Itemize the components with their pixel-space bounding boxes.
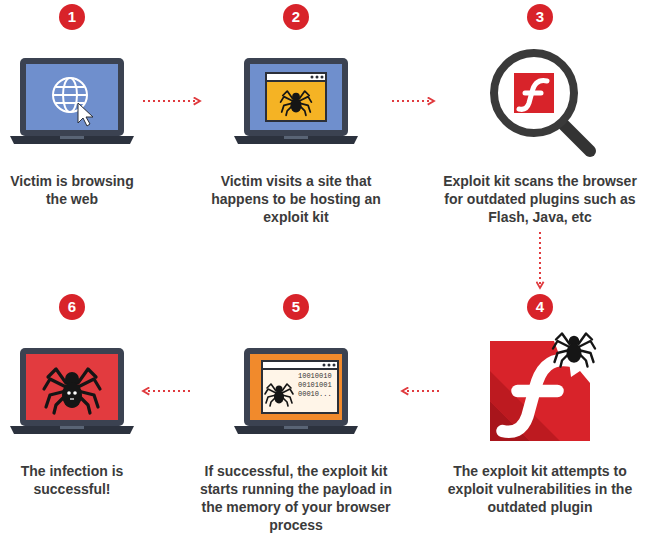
laptop-infected-icon-part xyxy=(67,391,71,395)
step-caption: The exploit kit attempts to exploit vuln… xyxy=(445,462,635,516)
magnifier-plugin-icon-part xyxy=(519,81,547,110)
dotted-arrow xyxy=(402,390,439,392)
step-node: 3Exploit kit scans the browser for outda… xyxy=(440,4,640,226)
dotted-arrow xyxy=(392,100,434,102)
connector-group xyxy=(143,101,540,391)
step-node: 5 If successful, the exploit kit starts r… xyxy=(196,294,396,534)
laptop-globe-icon xyxy=(10,58,134,144)
laptop-payload-icon-part xyxy=(262,361,338,413)
step-caption: Exploit kit scans the browser for outdat… xyxy=(440,172,640,226)
laptop-infected-icon-part xyxy=(73,391,77,395)
dotted-arrow xyxy=(143,390,190,392)
laptop-site-icon-part xyxy=(250,64,342,130)
laptop-payload-icon-part xyxy=(265,384,293,406)
laptop-payload-icon-part xyxy=(234,348,358,434)
laptop-infected-icon-part xyxy=(26,354,118,420)
step-number: 6 xyxy=(59,294,85,320)
laptop-payload-icon xyxy=(234,348,358,434)
step-node: 4The exploit kit attempts to exploit vul… xyxy=(445,294,635,516)
magnifier-plugin-icon-part xyxy=(562,123,590,151)
laptop-payload-icon-part xyxy=(328,364,331,367)
broken-plugin-icon-part xyxy=(503,360,573,432)
laptop-site-icon xyxy=(234,58,358,144)
laptop-globe-icon-part xyxy=(10,58,134,144)
step-number: 4 xyxy=(527,294,553,320)
broken-plugin-icon xyxy=(490,334,595,442)
step-caption: The infection is successful! xyxy=(7,462,137,498)
binary-code-text: 00101001 xyxy=(298,381,332,390)
step-node: 6The infection is successful! xyxy=(7,294,137,498)
step-number: 3 xyxy=(527,4,553,30)
binary-code-text: 10010010 xyxy=(298,372,332,381)
dotted-arrow xyxy=(539,232,541,288)
laptop-payload-icon-part xyxy=(333,364,336,367)
laptop-globe-icon-part xyxy=(26,64,118,130)
laptop-infected-icon-part xyxy=(10,348,134,434)
step-caption: Victim is browsing the web xyxy=(7,172,137,208)
laptop-site-icon-part xyxy=(281,91,312,115)
broken-plugin-icon-part xyxy=(553,334,595,367)
step-node: 1Victim is browsing the web xyxy=(7,4,137,208)
laptop-globe-icon-part xyxy=(53,87,87,103)
laptop-infected-icon xyxy=(10,348,134,434)
magnifier-plugin-icon-part xyxy=(514,73,554,113)
step-node: 2Victim visits a site that happens to be… xyxy=(206,4,386,226)
laptop-site-icon-part xyxy=(266,73,326,81)
laptop-site-icon-part xyxy=(311,76,314,79)
laptop-infected-icon-part xyxy=(44,369,100,413)
step-number: 1 xyxy=(59,4,85,30)
laptop-site-icon-part xyxy=(266,73,326,121)
step-number: 5 xyxy=(283,294,309,320)
laptop-payload-icon-part xyxy=(323,364,326,367)
laptop-site-icon-part xyxy=(321,76,324,79)
laptop-globe-icon-part xyxy=(78,103,93,126)
laptop-payload-icon-part xyxy=(250,354,342,420)
step-caption: Victim visits a site that happens to be … xyxy=(206,172,386,226)
step-caption: If successful, the exploit kit starts ru… xyxy=(196,462,396,534)
laptop-payload-icon-part xyxy=(262,361,338,369)
laptop-site-icon-part xyxy=(234,58,358,144)
step-number: 2 xyxy=(283,4,309,30)
laptop-site-icon-part xyxy=(316,76,319,79)
magnifier-plugin-icon-part xyxy=(494,53,574,133)
dotted-arrow xyxy=(143,100,200,102)
magnifier-plugin-icon xyxy=(494,53,590,151)
binary-code-text: 00010... xyxy=(298,390,332,399)
laptop-infected-icon-part xyxy=(70,398,74,399)
